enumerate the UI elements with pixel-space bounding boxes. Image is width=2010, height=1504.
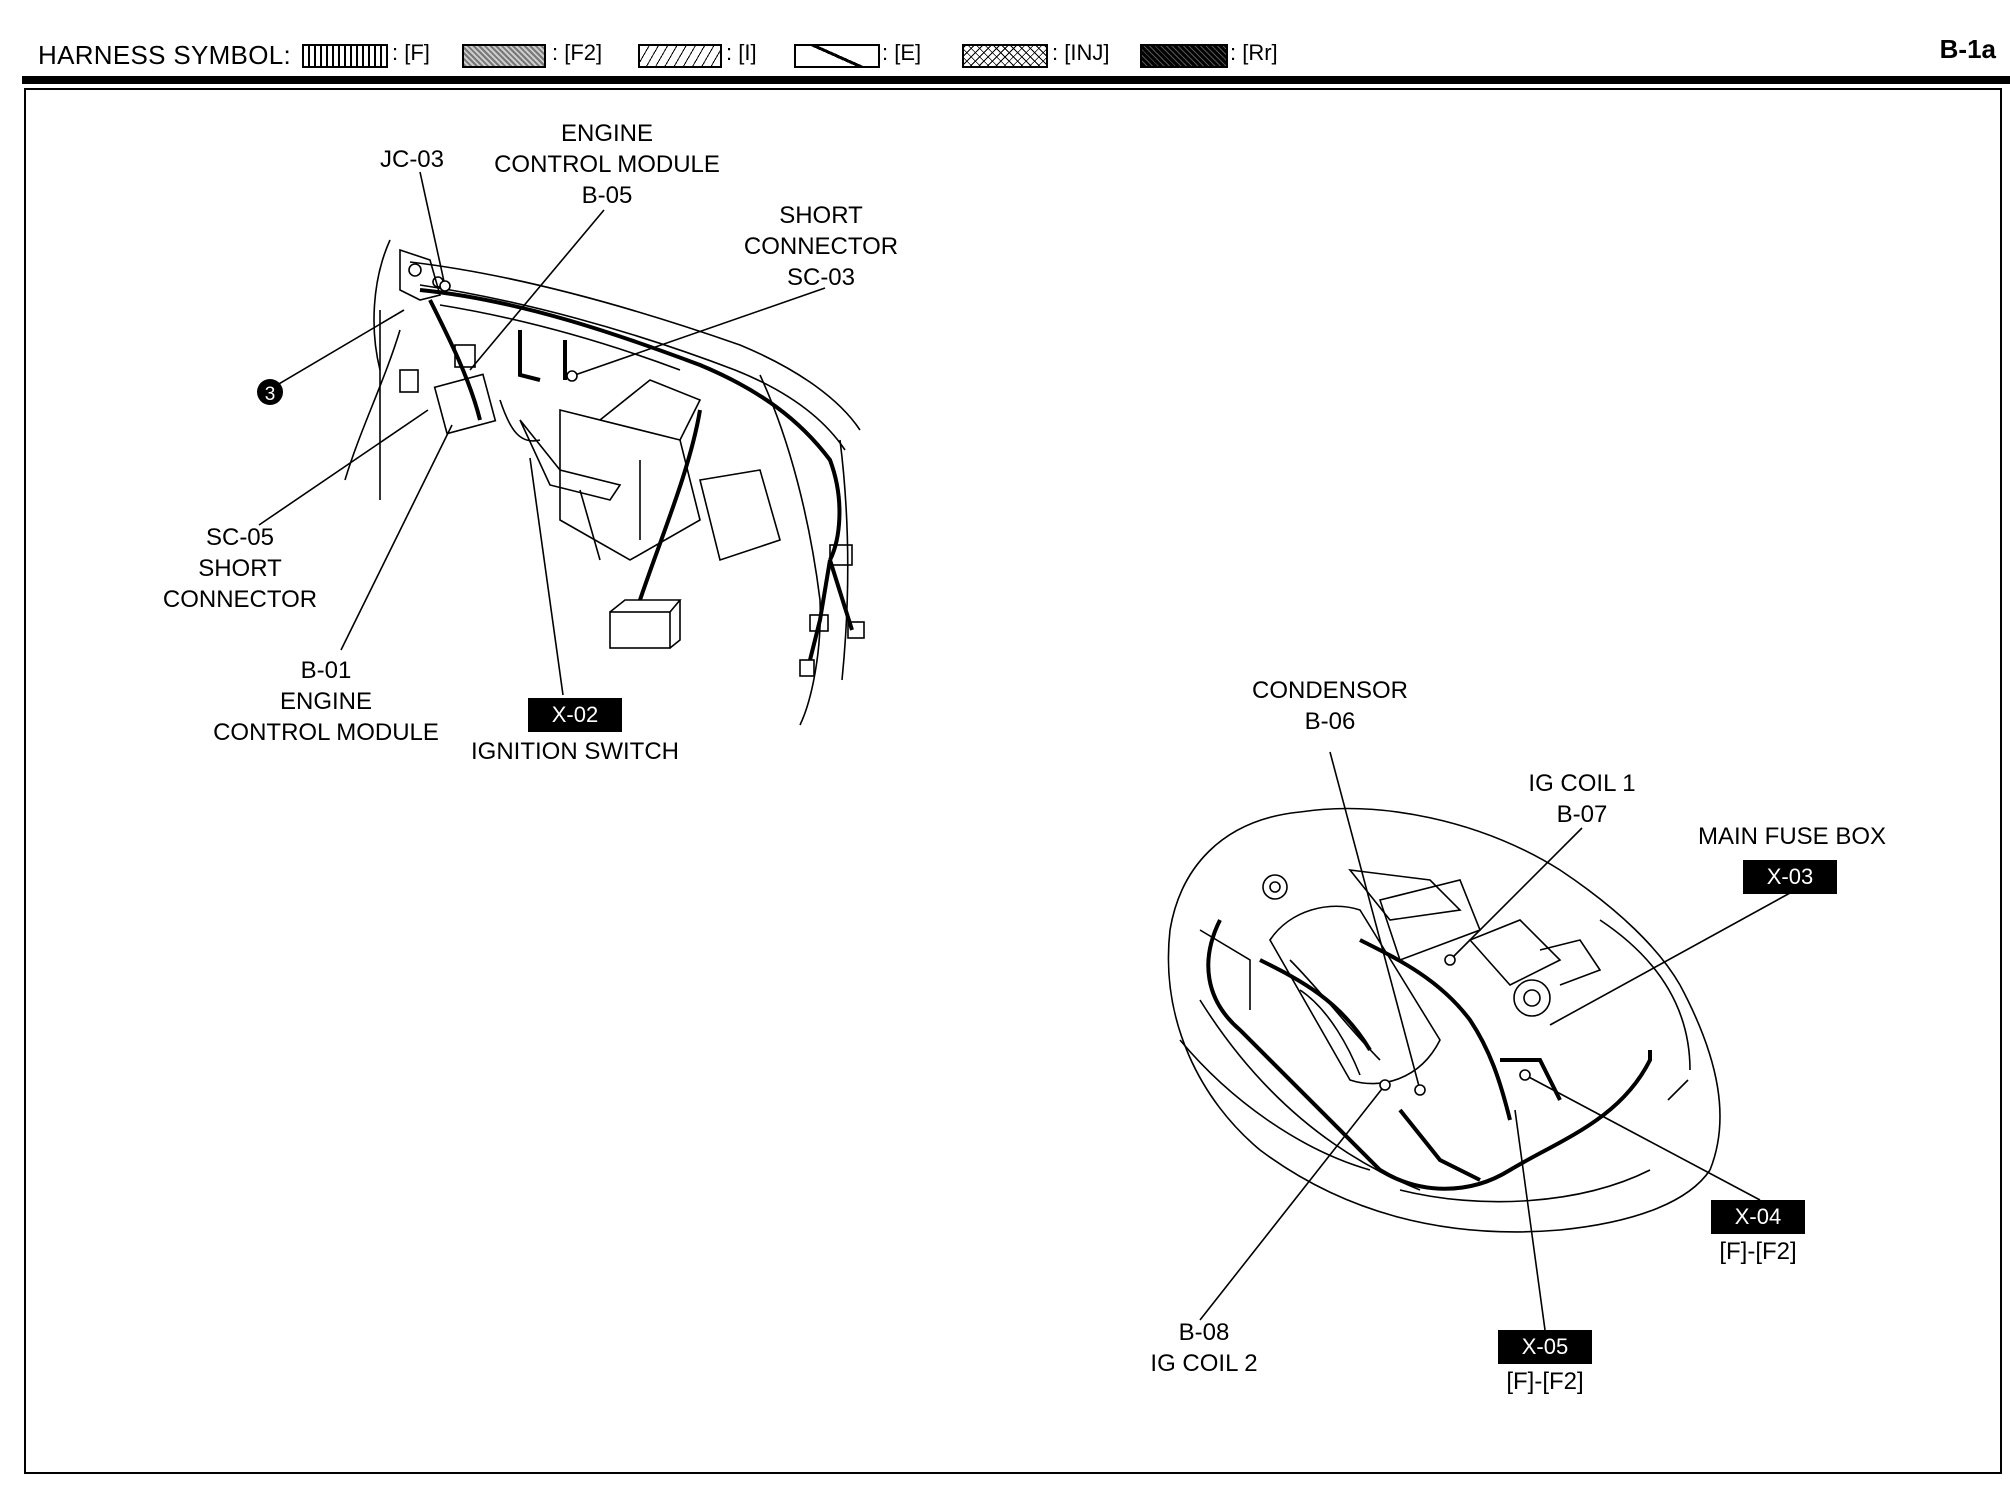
leader-lines (258, 171, 1791, 1331)
label-sc03: SHORT CONNECTOR SC-03 (743, 202, 899, 291)
symbol-e-label: : [E] (882, 40, 922, 65)
symbol-f2-label: : [F2] (552, 40, 603, 65)
marker-dot (257, 379, 283, 405)
diagram-frame (24, 88, 2002, 1474)
symbol-inj-label: : [INJ] (1052, 40, 1110, 65)
header-rule (22, 76, 2010, 84)
label-igcoil1: IG COIL 1 B-07 (1528, 770, 1636, 828)
connector-dots (439, 280, 1531, 1096)
symbol-rr-label: : [Rr] (1230, 40, 1278, 65)
label-ecm-b05: ENGINE CONTROL MODULE B-05 (494, 120, 720, 209)
label-ecm-b01: B-01 ENGINE CONTROL MODULE (213, 657, 439, 746)
symbol-i-swatch (638, 44, 722, 68)
symbol-f-swatch (302, 44, 388, 68)
symbol-rr-swatch (1140, 44, 1228, 68)
tag-x03: X-03 (1743, 860, 1837, 894)
symbol-i-label: : [I] (726, 40, 757, 65)
symbol-f2-swatch (462, 44, 546, 68)
label-ignition-switch: IGNITION SWITCH (471, 738, 679, 765)
marker-number: 3 (265, 384, 276, 405)
label-x05-harness: [F]-[F2] (1506, 1368, 1584, 1395)
harness-symbol-title: HARNESS SYMBOL: (38, 40, 292, 70)
symbol-f-label: : [F] (392, 40, 430, 65)
symbol-inj-swatch (962, 44, 1048, 68)
tag-x05: X-05 (1498, 1330, 1592, 1364)
page-id: B-1a (1939, 34, 1996, 64)
label-igcoil2: B-08 IG COIL 2 (1150, 1319, 1258, 1377)
label-main-fuse-box: MAIN FUSE BOX (1697, 823, 1887, 850)
label-sc05: SC-05 SHORT CONNECTOR (162, 524, 318, 613)
label-x04-harness: [F]-[F2] (1719, 1238, 1797, 1265)
tag-x04: X-04 (1711, 1200, 1805, 1234)
engine-bay-drawing (1167, 807, 1721, 1233)
engine-harness-wire (1206, 919, 1652, 1191)
dashboard-harness-drawing (344, 239, 865, 726)
label-condensor: CONDENSOR B-06 (1251, 677, 1409, 735)
tag-x02: X-02 (528, 698, 622, 732)
label-jc03: JC-03 (379, 146, 445, 173)
symbol-e-swatch (794, 44, 880, 68)
